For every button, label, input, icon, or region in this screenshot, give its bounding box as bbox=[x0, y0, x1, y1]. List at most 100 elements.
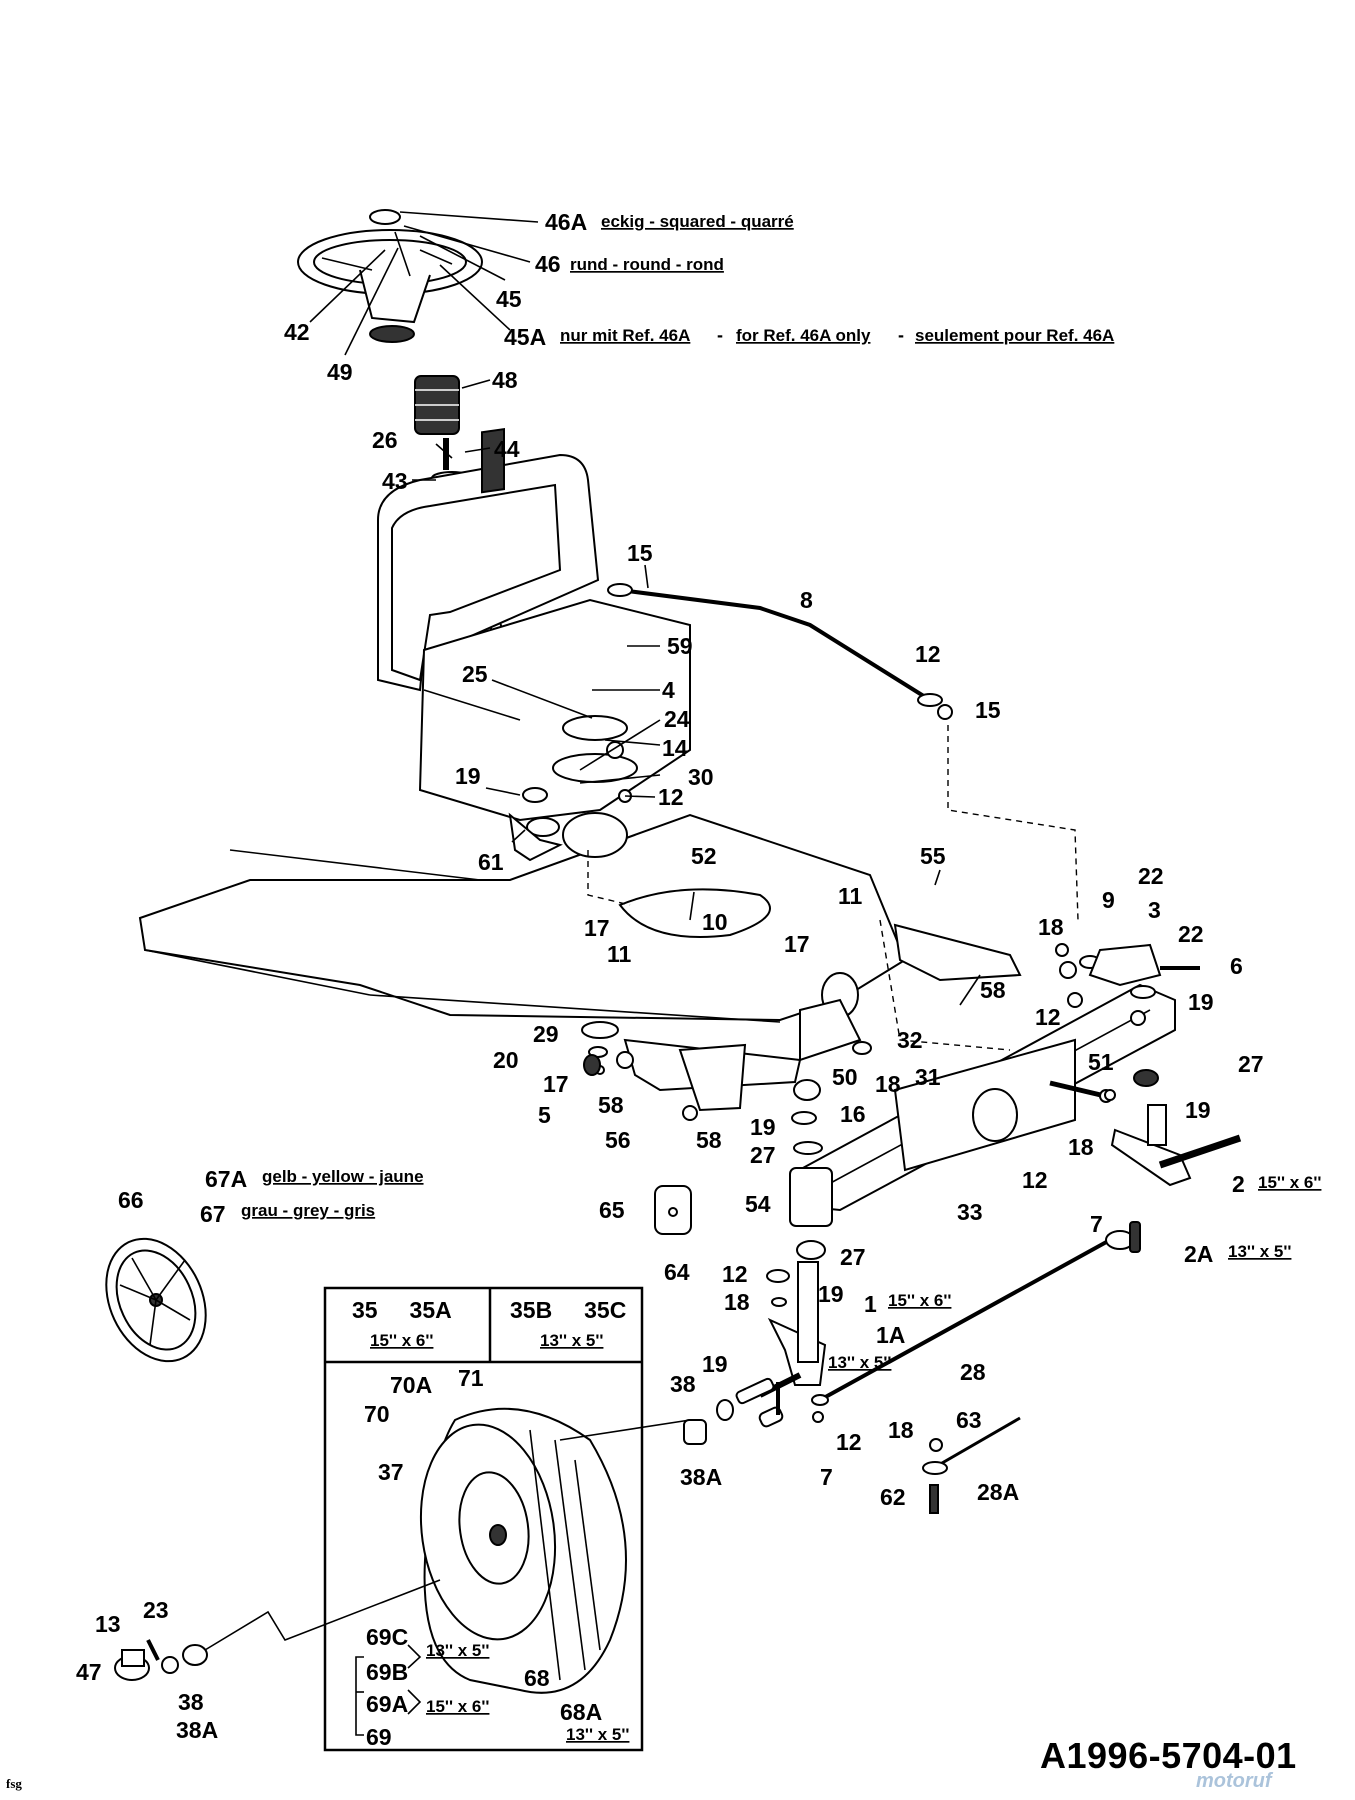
label-54: 54 bbox=[745, 1191, 771, 1217]
label-19-sector: 19 bbox=[455, 763, 481, 789]
note-45A-fr: seulement pour Ref. 46A bbox=[915, 326, 1114, 345]
label-7-right: 7 bbox=[1090, 1211, 1103, 1237]
dash-panel bbox=[377, 428, 691, 822]
part-number-labels: 46A 46 45 45A 42 49 48 26 44 43 15 8 59 … bbox=[76, 209, 1321, 1750]
note-45A-de: nur mit Ref. 46A bbox=[560, 326, 690, 345]
label-5: 5 bbox=[538, 1102, 551, 1128]
label-18-spindle: 18 bbox=[1068, 1134, 1094, 1160]
label-67: 67 bbox=[200, 1201, 226, 1227]
note-46A: eckig - squared - quarré bbox=[601, 212, 794, 231]
label-38A-axle: 38A bbox=[176, 1717, 218, 1743]
wheel-table-header-right: 35B 35C bbox=[510, 1297, 626, 1323]
document-number: A1996-5704-01 bbox=[1040, 1735, 1297, 1776]
label-22-top: 22 bbox=[1138, 863, 1164, 889]
label-45A: 45A bbox=[504, 324, 546, 350]
label-61: 61 bbox=[478, 849, 504, 875]
label-11-right: 11 bbox=[838, 883, 863, 909]
label-18-rod: 18 bbox=[888, 1417, 914, 1443]
label-68A: 68A bbox=[560, 1699, 602, 1725]
note-size-2: 15'' x 6'' bbox=[1258, 1173, 1321, 1192]
label-69C: 69C bbox=[366, 1624, 408, 1650]
label-58-frame: 58 bbox=[980, 977, 1006, 1003]
label-28A: 28A bbox=[977, 1479, 1019, 1505]
label-38-spindle: 38 bbox=[670, 1371, 696, 1397]
label-19-axle: 19 bbox=[750, 1114, 776, 1140]
label-30: 30 bbox=[688, 764, 714, 790]
label-15-right: 15 bbox=[975, 697, 1001, 723]
label-69: 69 bbox=[366, 1724, 392, 1750]
label-3: 3 bbox=[1148, 897, 1161, 923]
label-59: 59 bbox=[667, 633, 693, 659]
axle-hardware bbox=[114, 1419, 691, 1681]
watermark-logo: motoruf bbox=[1196, 1770, 1272, 1792]
front-wheel-box bbox=[323, 1286, 644, 1752]
label-18-lower: 18 bbox=[724, 1289, 750, 1315]
label-27-axle: 27 bbox=[750, 1142, 776, 1168]
label-68: 68 bbox=[524, 1665, 550, 1691]
label-64: 64 bbox=[664, 1259, 690, 1285]
label-17-lower: 17 bbox=[543, 1071, 569, 1097]
label-19-spindle: 19 bbox=[1185, 1097, 1211, 1123]
label-49: 49 bbox=[327, 359, 353, 385]
label-25: 25 bbox=[462, 661, 488, 687]
spindle-left bbox=[758, 1261, 827, 1428]
label-12-sector: 12 bbox=[658, 784, 684, 810]
label-70: 70 bbox=[364, 1401, 390, 1427]
label-29: 29 bbox=[533, 1021, 559, 1047]
label-44: 44 bbox=[494, 436, 520, 462]
label-15-top: 15 bbox=[627, 540, 653, 566]
note-67A: gelb - yellow - jaune bbox=[262, 1167, 424, 1186]
label-43: 43 bbox=[382, 468, 408, 494]
label-42: 42 bbox=[284, 319, 310, 345]
corner-mark: fsg bbox=[6, 1776, 22, 1791]
label-12-bracket: 12 bbox=[1035, 1004, 1061, 1030]
note-size-2A: 13'' x 5'' bbox=[1228, 1242, 1291, 1261]
note-size-68A: 13'' x 5'' bbox=[566, 1725, 629, 1744]
steering-wheel bbox=[297, 209, 483, 343]
label-10: 10 bbox=[702, 909, 728, 935]
label-56: 56 bbox=[605, 1127, 631, 1153]
label-66: 66 bbox=[118, 1187, 144, 1213]
label-17-left: 17 bbox=[584, 915, 610, 941]
small-parts bbox=[581, 943, 1200, 1452]
note-size-69BC: 13'' x 5'' bbox=[426, 1641, 489, 1660]
label-46A: 46A bbox=[545, 209, 587, 235]
frame bbox=[138, 813, 1022, 1062]
label-19-lower: 19 bbox=[818, 1281, 844, 1307]
label-45: 45 bbox=[496, 286, 522, 312]
label-19-bracket: 19 bbox=[1188, 989, 1214, 1015]
label-33: 33 bbox=[957, 1199, 983, 1225]
wheel-table-size-right: 13'' x 5'' bbox=[540, 1331, 603, 1350]
hub-cap bbox=[105, 1237, 207, 1363]
label-23: 23 bbox=[143, 1597, 169, 1623]
label-27-lower: 27 bbox=[840, 1244, 866, 1270]
label-67A: 67A bbox=[205, 1166, 247, 1192]
label-18-bracket: 18 bbox=[1038, 914, 1064, 940]
label-62: 62 bbox=[880, 1484, 906, 1510]
label-9: 9 bbox=[1102, 887, 1115, 913]
label-47: 47 bbox=[76, 1659, 102, 1685]
note-size-1: 15'' x 6'' bbox=[888, 1291, 951, 1310]
spindle-right bbox=[1110, 1069, 1242, 1187]
label-69A: 69A bbox=[366, 1691, 408, 1717]
label-22-bottom: 22 bbox=[1178, 921, 1204, 947]
tie-rod bbox=[811, 1230, 1135, 1514]
label-12-rod: 12 bbox=[836, 1429, 862, 1455]
leader-lines bbox=[309, 211, 941, 921]
label-1A: 1A bbox=[876, 1322, 905, 1348]
drag-link bbox=[587, 583, 1079, 1051]
label-37: 37 bbox=[378, 1459, 404, 1485]
front-axle bbox=[789, 983, 1176, 1260]
label-11-left: 11 bbox=[607, 941, 632, 967]
label-71: 71 bbox=[458, 1365, 484, 1391]
label-50: 50 bbox=[832, 1064, 858, 1090]
label-38-axle: 38 bbox=[178, 1689, 204, 1715]
label-32: 32 bbox=[897, 1027, 923, 1053]
note-46: rund - round - rond bbox=[570, 255, 724, 274]
label-20: 20 bbox=[493, 1047, 519, 1073]
label-65: 65 bbox=[599, 1197, 625, 1223]
label-48: 48 bbox=[492, 367, 518, 393]
label-14: 14 bbox=[662, 735, 688, 761]
